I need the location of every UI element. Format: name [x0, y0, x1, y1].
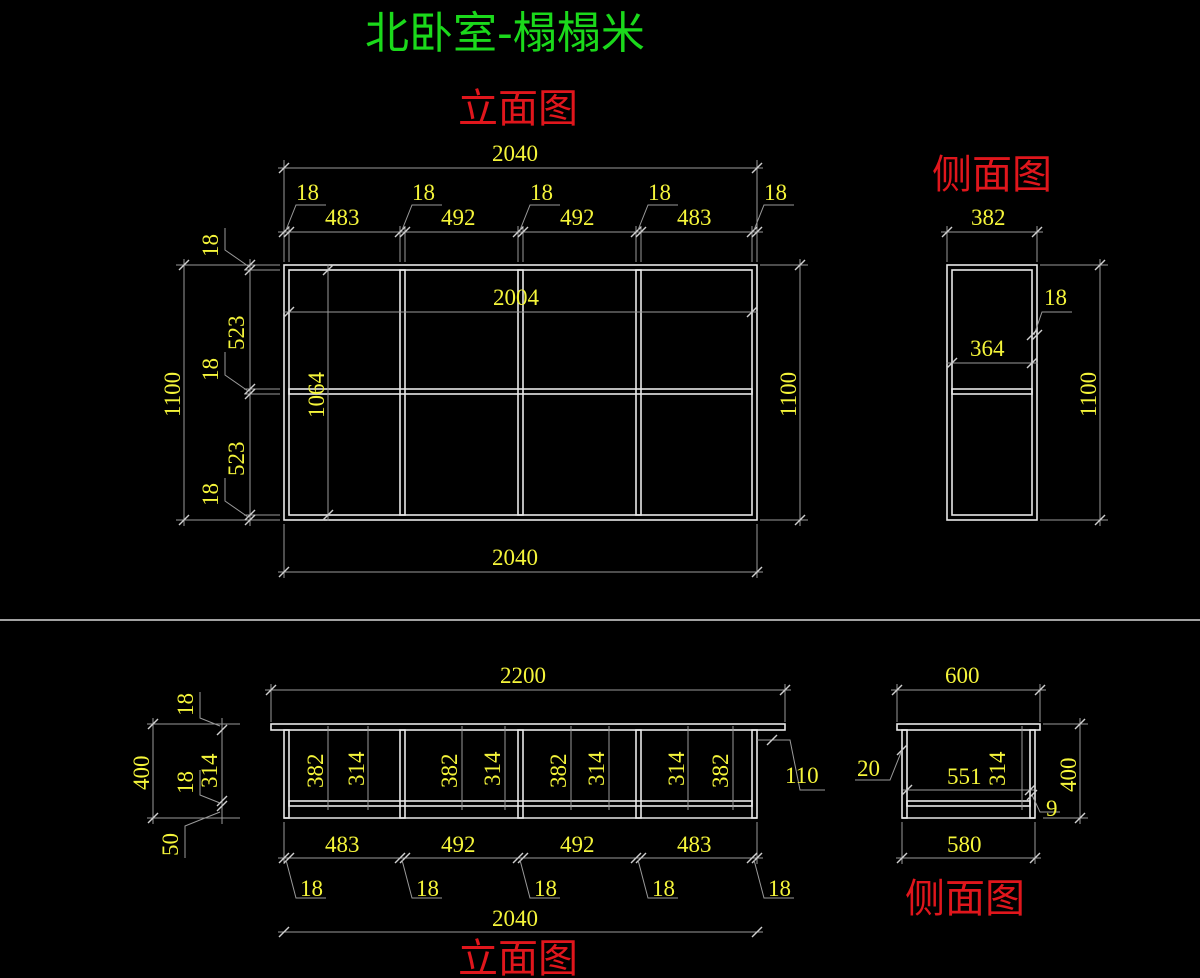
- dim-top-2040: 2040: [278, 141, 763, 262]
- drawing-title: 北卧室-榻榻米: [365, 8, 645, 59]
- dim-text: 18: [198, 358, 223, 381]
- dim-text: 20: [857, 756, 880, 781]
- dim-text: 492: [441, 205, 476, 230]
- dim-text: 314: [480, 751, 505, 786]
- dim-text: 9: [1046, 796, 1058, 821]
- upper-elevation-label: 立面图: [458, 86, 578, 132]
- dim-left-1100: 1100: [160, 259, 280, 526]
- dim-text: 18: [534, 876, 557, 901]
- dim-text: 18: [300, 876, 323, 901]
- dim-text: 2004: [493, 285, 540, 310]
- dim-text: 18: [416, 876, 439, 901]
- dim-text: 483: [677, 205, 712, 230]
- upper-cabinet-frame: [283, 264, 758, 521]
- dim-text: 18: [173, 693, 198, 716]
- dim-bottom-2040: 2040: [278, 524, 763, 578]
- dim-text: 110: [785, 763, 819, 788]
- lower-cabinet-frame: [270, 723, 786, 819]
- dim-text: 483: [325, 205, 360, 230]
- dim-text: 523: [224, 316, 249, 351]
- dim-text: 492: [560, 205, 595, 230]
- lower-bay-dims: 382 314 382 314 382 314 314 382: [303, 726, 734, 810]
- dim-text: 18: [652, 876, 675, 901]
- dim-text: 523: [224, 442, 249, 477]
- lower-elevation-label: 立面图: [458, 936, 578, 978]
- lower-side-label: 侧面图: [905, 876, 1025, 922]
- dim-text: 18: [768, 876, 791, 901]
- dim-text: 314: [985, 751, 1010, 786]
- dim-text: 18: [173, 771, 198, 794]
- dim-text: 2040: [492, 141, 538, 166]
- dim-text: 1100: [1076, 372, 1101, 417]
- dim-text: 18: [198, 483, 223, 506]
- dim-right-1100: 1100: [760, 259, 808, 526]
- dim-text: 18: [648, 180, 671, 205]
- dim-left-shelves: 523 523 18 18 18: [198, 228, 280, 526]
- lower-side-frame: [896, 723, 1041, 819]
- dim-text: 2200: [500, 663, 546, 688]
- dim-text: 400: [1056, 758, 1081, 793]
- upper-side-view: 382 364 18 1100: [941, 205, 1108, 526]
- dim-text: 382: [546, 754, 571, 789]
- dim-text: 492: [441, 832, 476, 857]
- dim-text: 2040: [492, 545, 538, 570]
- dim-text: 382: [437, 754, 462, 789]
- upper-elevation: 2040 483 492 492 483: [160, 141, 808, 578]
- dim-text: 400: [129, 756, 154, 791]
- dim-text: 600: [945, 663, 980, 688]
- lower-elevation: 2200 400 314 18 18 50 382 314 382 314: [129, 663, 825, 938]
- dim-text: 314: [197, 753, 222, 788]
- dim-text: 364: [970, 336, 1005, 361]
- dim-text: 483: [325, 832, 360, 857]
- dim-text: 1100: [776, 372, 801, 417]
- dim-text: 382: [971, 205, 1006, 230]
- dim-text: 551: [947, 764, 982, 789]
- dim-text: 18: [198, 234, 223, 257]
- dim-text: 314: [344, 751, 369, 786]
- dim-text: 382: [708, 754, 733, 789]
- dim-inner-2004: 2004: [283, 285, 758, 318]
- dim-bay-row: 483 492 492 483 18 18 18 18 18: [278, 180, 794, 262]
- dim-text: 483: [677, 832, 712, 857]
- dim-text: 18: [412, 180, 435, 205]
- dim-text: 18: [764, 180, 787, 205]
- dim-text: 50: [158, 833, 183, 856]
- dim-text: 492: [560, 832, 595, 857]
- dim-text: 1064: [304, 372, 329, 419]
- dim-text: 1100: [160, 372, 185, 417]
- upper-side-frame: [946, 264, 1038, 521]
- lower-side-view: 600 20 551 314 9 400 580: [855, 663, 1088, 864]
- dim-text: 314: [664, 751, 689, 786]
- upper-side-label: 侧面图: [932, 152, 1052, 198]
- dim-text: 18: [530, 180, 553, 205]
- dim-text: 580: [947, 832, 982, 857]
- dim-text: 18: [1044, 285, 1067, 310]
- dim-text: 314: [584, 751, 609, 786]
- dim-text: 18: [296, 180, 319, 205]
- dim-inner-1064: 1064: [304, 264, 334, 521]
- dim-text: 382: [303, 754, 328, 789]
- dim-text: 2040: [492, 906, 538, 931]
